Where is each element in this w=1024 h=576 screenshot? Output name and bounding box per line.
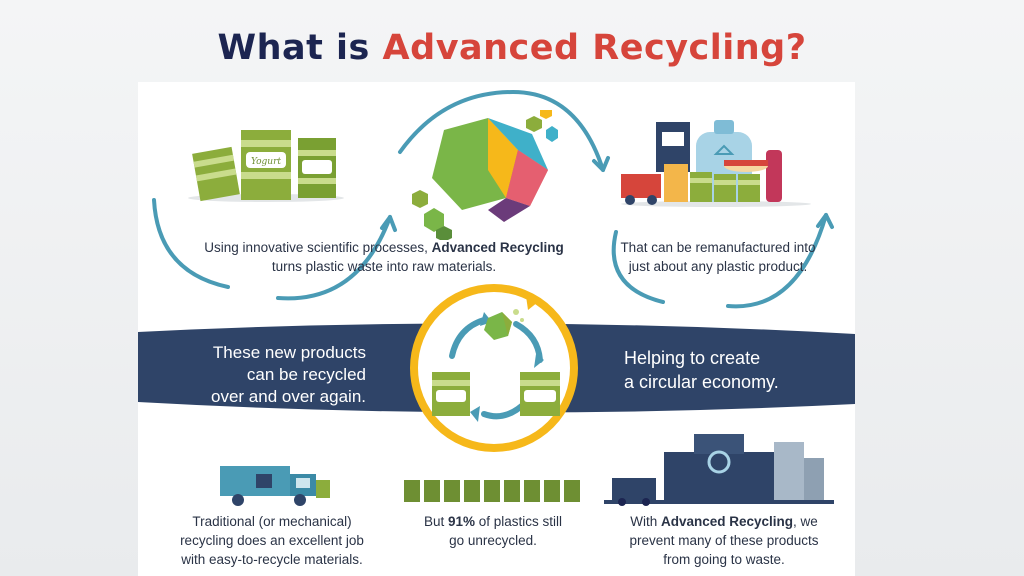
plastic-products-icon — [621, 120, 811, 207]
bottom-left-line2: recycling does an excellent job — [180, 533, 364, 548]
band-right-line1: Helping to create — [624, 348, 761, 368]
circular-economy-icon — [410, 284, 578, 452]
step1-text-bold: Advanced Recycling — [431, 240, 564, 255]
bottom-middle-before: But — [423, 514, 448, 529]
raw-materials-hexagon-icon — [412, 110, 558, 240]
band-right-line2: a circular economy. — [624, 372, 779, 392]
bottom-right-line3: from going to waste. — [663, 552, 785, 567]
bottom-middle-bold: 91% — [447, 514, 475, 529]
bottom-left-line1: Traditional (or mechanical) — [192, 514, 352, 529]
step2-text: That can be remanufactured into just abo… — [594, 238, 842, 276]
step1-text: Using innovative scientific processes, A… — [174, 238, 594, 276]
process-arrows — [152, 89, 834, 309]
band-left-line1: These new products — [212, 343, 366, 362]
bottom-right-line1: With Advanced Recycling, we — [604, 512, 844, 531]
page-title: What is Advanced Recycling? — [0, 28, 1024, 68]
bottom-middle-line1: But 91% of plastics still — [388, 512, 598, 531]
step2-line1: That can be remanufactured into — [620, 240, 816, 255]
unrecycled-bins-icon — [404, 480, 580, 502]
yogurt-label: Yogurt — [251, 157, 281, 167]
bottom-right-line2: prevent many of these products — [629, 533, 819, 548]
band-left-line3: over and over again. — [211, 387, 366, 406]
step2-line2: just about any plastic product. — [628, 259, 808, 274]
recycling-facility-icon — [604, 434, 834, 506]
bottom-right-after: , we — [793, 514, 818, 529]
step1-text-before: Using innovative scientific processes, — [204, 240, 432, 255]
recycling-truck-icon — [220, 466, 330, 506]
title-prefix: What is — [217, 28, 383, 68]
bottom-left-text: Traditional (or mechanical) recycling do… — [152, 512, 392, 569]
bottom-middle-text: But 91% of plastics still go unrecycled. — [388, 512, 598, 550]
title-highlight: Advanced Recycling? — [382, 28, 807, 68]
bottom-middle-after: of plastics still — [475, 514, 563, 529]
step1-text-after: turns plastic waste into raw materials. — [271, 259, 497, 274]
band-left-text: These new products can be recycled over … — [186, 342, 366, 408]
band-left-line2: can be recycled — [246, 365, 366, 384]
bottom-right-text: With Advanced Recycling, we prevent many… — [604, 512, 844, 569]
band-right-text: Helping to create a circular economy. — [624, 346, 844, 394]
plastic-waste-icon: Yogurt — [188, 130, 344, 202]
bottom-right-before: With — [630, 514, 661, 529]
infographic-panel: Yogurt — [138, 82, 855, 576]
bottom-right-bold: Advanced Recycling — [660, 514, 794, 529]
bottom-middle-line2: go unrecycled. — [449, 533, 537, 548]
bottom-left-line3: with easy-to-recycle materials. — [181, 552, 363, 567]
